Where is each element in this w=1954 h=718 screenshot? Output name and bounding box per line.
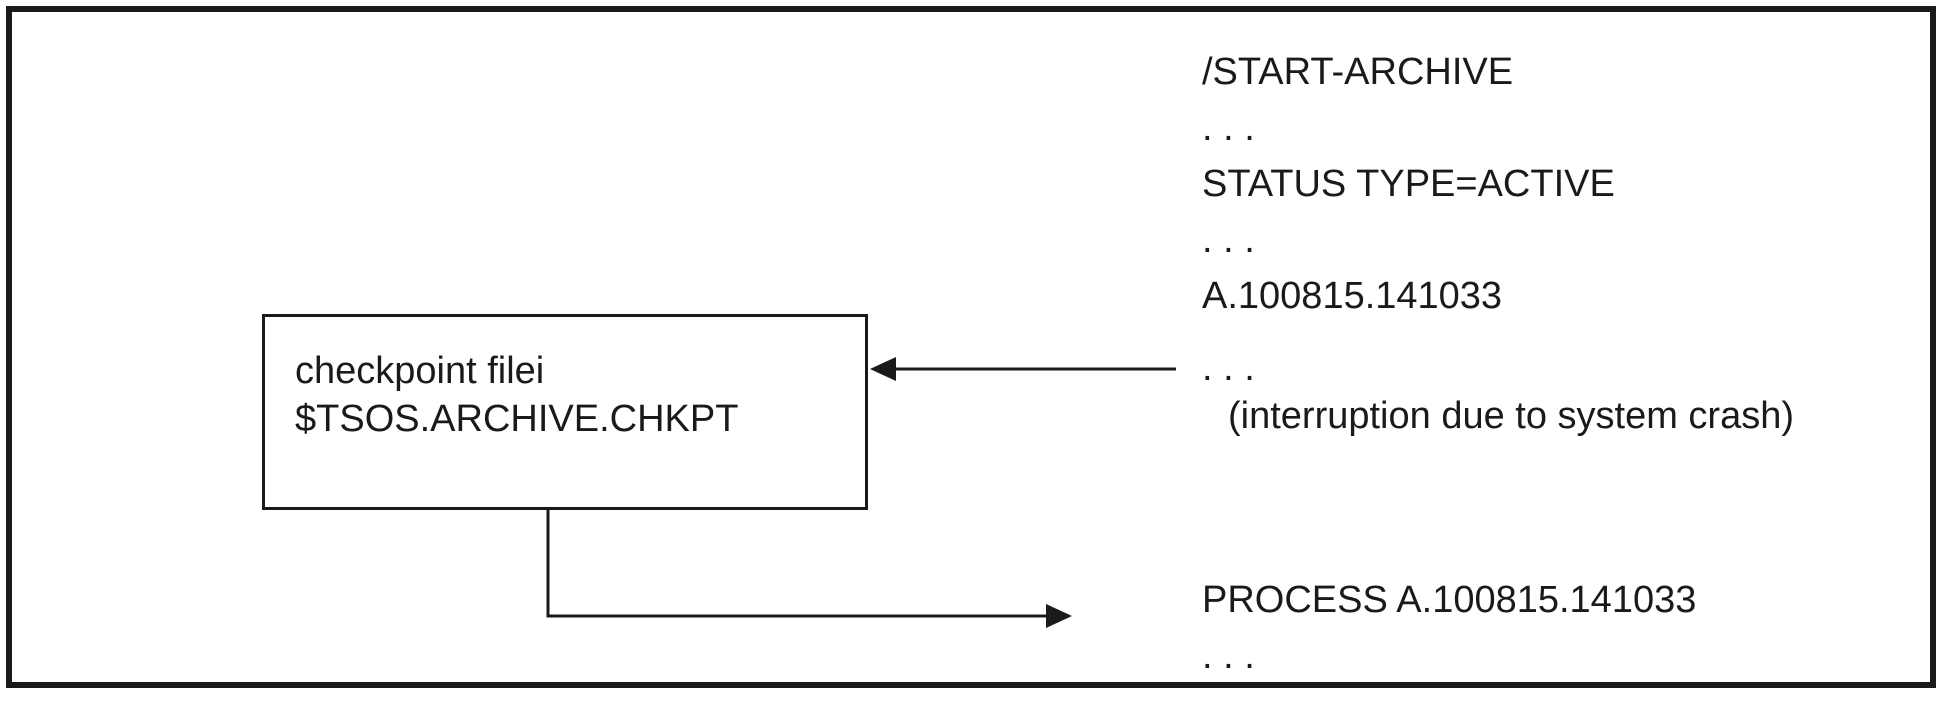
- terminal-line-archive-id: A.100815.141033: [1202, 275, 1503, 317]
- terminal-ellipsis-2: . . .: [1202, 219, 1255, 261]
- terminal-line-status-type-active: STATUS TYPE=ACTIVE: [1202, 163, 1615, 205]
- arrow-left-icon: [870, 357, 896, 381]
- checkpoint-box-line2: $TSOS.ARCHIVE.CHKPT: [295, 398, 739, 440]
- checkpoint-box-line1: checkpoint filei: [295, 350, 545, 392]
- arrow-right-shaft: [546, 510, 1046, 618]
- diagram-frame: checkpoint filei $TSOS.ARCHIVE.CHKPT /ST…: [6, 6, 1936, 688]
- terminal-ellipsis-4: . . .: [1202, 635, 1255, 677]
- terminal-ellipsis-1: . . .: [1202, 107, 1255, 149]
- checkpoint-file-box: checkpoint filei $TSOS.ARCHIVE.CHKPT: [262, 314, 868, 510]
- terminal-note-interruption: (interruption due to system crash): [1228, 395, 1795, 437]
- terminal-line-start-archive: /START-ARCHIVE: [1202, 51, 1514, 93]
- arrow-right-icon: [1046, 604, 1072, 628]
- terminal-ellipsis-3: . . .: [1202, 347, 1255, 389]
- terminal-line-process-archive-id: PROCESS A.100815.141033: [1202, 579, 1697, 621]
